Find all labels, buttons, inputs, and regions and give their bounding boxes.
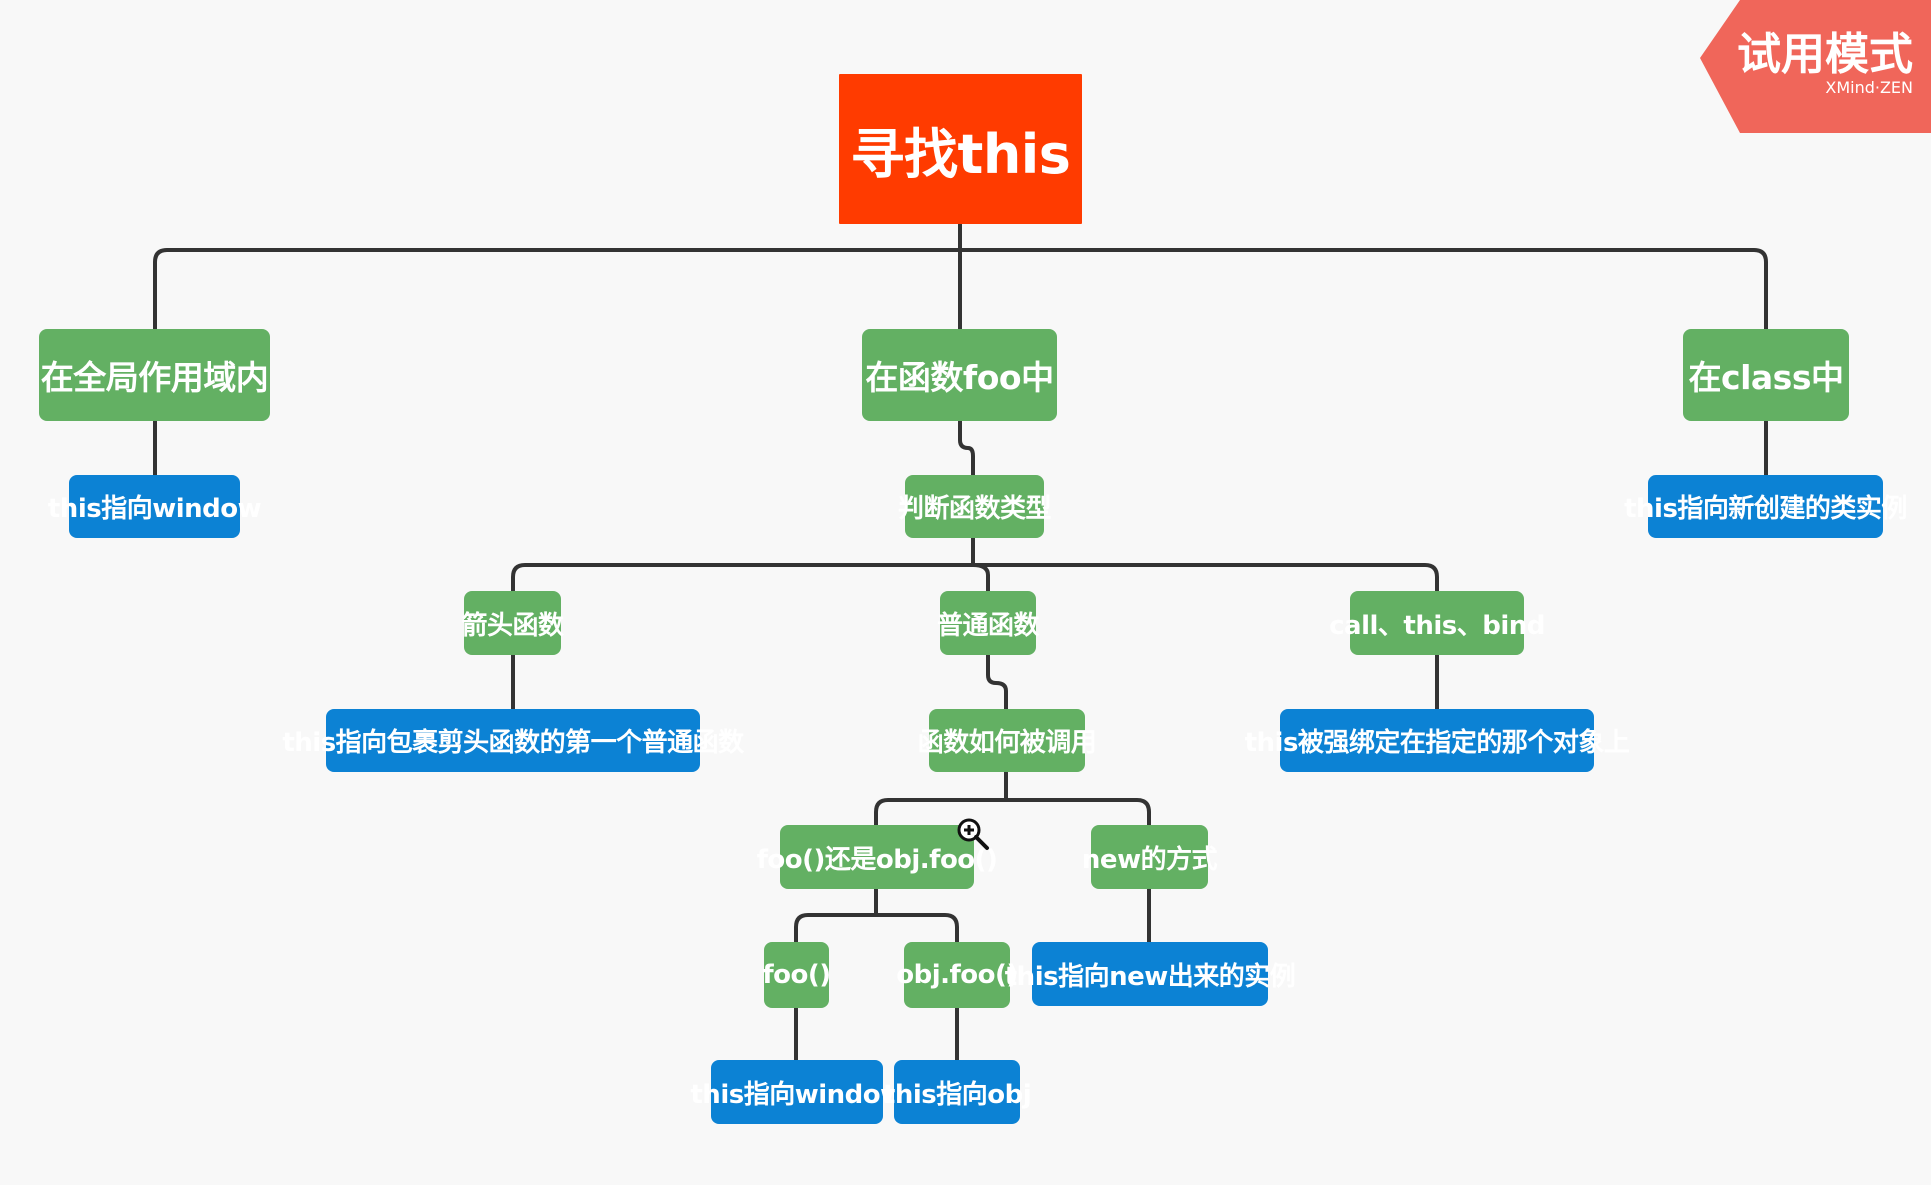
- connector-root-branches: [153, 223, 1768, 330]
- topic-call-this-bind[interactable]: call、this、bind: [1329, 591, 1545, 655]
- topic-foo-call[interactable]: foo(): [762, 942, 831, 1008]
- topic-in-function[interactable]: 在函数foo中: [862, 329, 1057, 421]
- zoom-in-icon: [957, 818, 989, 850]
- leaf-new-result[interactable]: this指向new出来的实例: [1005, 942, 1296, 1006]
- root-topic[interactable]: 寻找this: [839, 74, 1082, 224]
- leaf-class-result[interactable]: this指向新创建的类实例: [1624, 475, 1907, 538]
- topic-normal-function[interactable]: 普通函数: [937, 591, 1040, 655]
- topic-arrow-function[interactable]: 箭头函数: [462, 591, 564, 655]
- topic-judge-function-type[interactable]: 判断函数类型: [898, 475, 1052, 538]
- topic-obj-foo-call[interactable]: obj.foo(): [896, 942, 1018, 1008]
- leaf-global-result[interactable]: this指向window: [48, 475, 262, 538]
- badge-title: 试用模式: [1737, 29, 1913, 80]
- topic-foo-or-obj-foo[interactable]: foo()还是obj.foo(): [757, 825, 998, 889]
- topic-new-style[interactable]: new的方式: [1082, 825, 1218, 889]
- leaf-bind-result[interactable]: this被强绑定在指定的那个对象上: [1245, 709, 1630, 772]
- connector-callstyle-variants: [794, 888, 959, 943]
- leaf-obj-foo-result[interactable]: this指向obj: [883, 1060, 1032, 1124]
- leaf-arrow-result[interactable]: this指向包裹剪头函数的第一个普通函数: [282, 709, 744, 772]
- xmind-zen-logo: XMind·ZEN: [1825, 78, 1913, 97]
- topic-global-scope[interactable]: 在全局作用域内: [39, 329, 270, 421]
- topic-how-called[interactable]: 函数如何被调用: [918, 709, 1097, 772]
- leaf-foo-result[interactable]: this指向window: [690, 1060, 904, 1124]
- trial-mode-badge[interactable]: 试用模式 XMind·ZEN: [1700, 0, 1931, 133]
- topic-in-class[interactable]: 在class中: [1683, 329, 1849, 421]
- connector-function-judge: [958, 420, 975, 476]
- connector-judge-types: [511, 537, 1439, 592]
- connector-normal-howcalled: [986, 654, 1008, 710]
- connector-howcalled-styles: [874, 772, 1151, 826]
